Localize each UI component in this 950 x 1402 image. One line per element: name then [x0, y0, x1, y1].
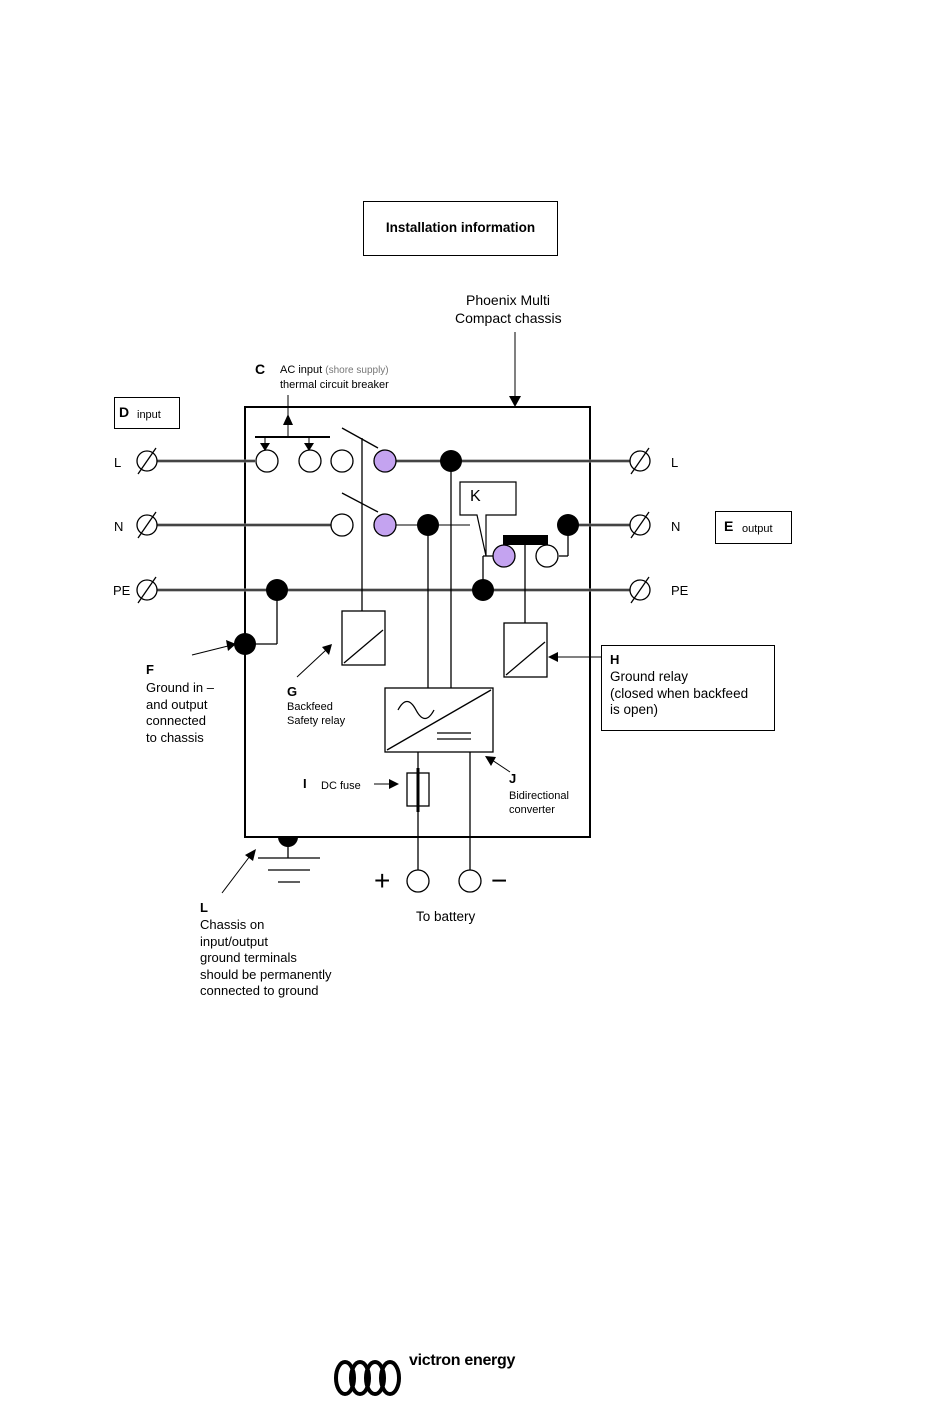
left-label-l: L — [114, 455, 122, 470]
label-e-text: output — [742, 523, 773, 535]
page-title: Installation information — [385, 220, 536, 235]
thermal-breaker — [255, 395, 330, 473]
label-i-letter: I — [303, 776, 307, 791]
label-j-letter: J — [509, 771, 517, 786]
label-h-letter: H — [610, 652, 620, 667]
label-g-text: Backfeed Safety relay — [287, 701, 346, 727]
right-label-l: L — [671, 455, 679, 470]
label-e-box: E output — [715, 511, 792, 544]
label-g-letter: G — [287, 684, 298, 699]
terminal-n-left — [136, 511, 158, 539]
label-h-box: H Ground relay (closed when backfeed is … — [601, 645, 775, 731]
terminal-pe-right — [629, 576, 651, 604]
title-box: Installation information — [363, 201, 558, 256]
label-e-letter: E — [724, 518, 734, 534]
left-label-n: N — [114, 519, 124, 534]
label-c-paren: (shore supply) — [325, 365, 389, 376]
label-k-letter: K — [470, 488, 481, 505]
label-l-letter: L — [200, 900, 208, 915]
label-f-letter: F — [146, 662, 154, 677]
terminal-l-left — [136, 447, 158, 475]
battery-label: To battery — [416, 909, 476, 924]
label-l-text: Chassis on input/output ground terminals… — [200, 917, 332, 999]
ground-relay — [482, 525, 569, 678]
chassis-label-2: Compact chassis — [455, 310, 562, 326]
label-d-letter: D — [119, 404, 130, 420]
label-c-main: AC input — [280, 364, 323, 376]
right-label-pe: PE — [671, 583, 689, 598]
label-c-line2: thermal circuit breaker — [280, 379, 389, 391]
battery-plus-sign: + — [374, 865, 391, 896]
bidirectional-converter — [384, 687, 494, 753]
chassis-label-1: Phoenix Multi — [466, 292, 551, 308]
backfeed-relay — [330, 427, 397, 666]
left-label-pe: PE — [113, 583, 131, 598]
terminal-n-right — [629, 511, 651, 539]
brand-name: victron energy — [409, 1352, 516, 1369]
terminal-pe-left — [136, 576, 158, 604]
battery-minus-sign: − — [491, 865, 508, 896]
battery-minus-terminal — [458, 869, 482, 893]
battery-plus-terminal — [406, 869, 430, 893]
label-i-text: DC fuse — [321, 780, 361, 792]
right-label-n: N — [671, 519, 681, 534]
label-d-text: input — [137, 409, 161, 421]
label-c-letter: C — [255, 361, 266, 377]
ground-symbol — [258, 837, 320, 883]
label-j-text: Bidirectional converter — [509, 790, 569, 816]
label-d-box: D input — [114, 397, 180, 429]
label-f-text: Ground in – and output connected to chas… — [146, 680, 214, 745]
terminal-l-right — [629, 447, 651, 475]
k-callout — [459, 481, 517, 557]
label-h-text: Ground relay (closed when backfeed is op… — [610, 669, 749, 717]
victron-logo — [334, 1360, 401, 1396]
label-c-line1: AC input (shore supply) — [280, 362, 389, 379]
